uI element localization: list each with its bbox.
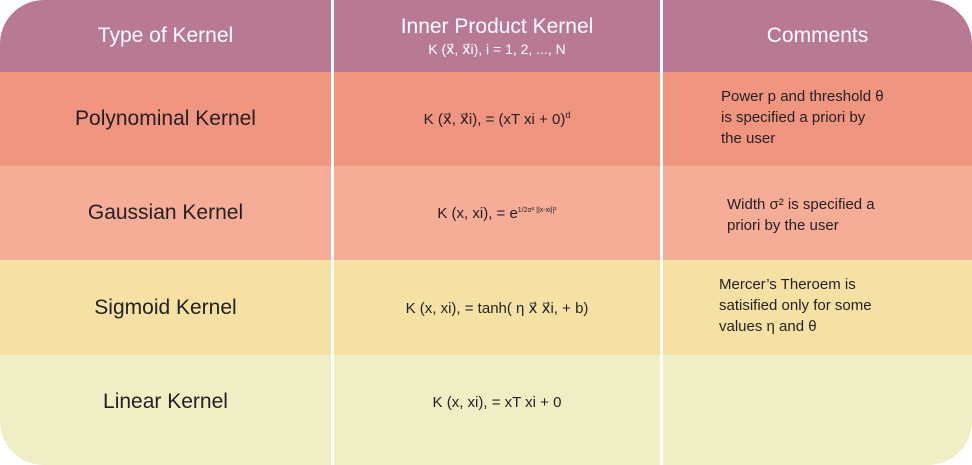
header-type-of-kernel: Type of Kernel xyxy=(0,0,331,72)
row-linear-comment xyxy=(660,355,972,465)
kernel-name: Polynominal Kernel xyxy=(75,107,256,130)
comment-line: Width σ² is specified a xyxy=(727,196,875,213)
header-col2-subtitle: K (x⃗, x⃗i), i = 1, 2, ..., N xyxy=(428,40,566,57)
comment-line: priori by the user xyxy=(727,217,839,234)
formula-main: K (x, xi), = e xyxy=(437,204,518,222)
header-comments: Comments xyxy=(660,0,972,72)
header-col2-title: Inner Product Kernel xyxy=(400,14,594,38)
formula-exponent: 1/2σ² ||x-xi||² xyxy=(517,206,557,214)
kernel-formula: K (x, xi), = e1/2σ² ||x-xi||² xyxy=(437,205,556,222)
row-polynominal-comment: Power p and threshold θ is specified a p… xyxy=(660,72,972,166)
row-sigmoid-formula: K (x, xi), = tanh( η x⃗ x⃗i, + b) xyxy=(331,260,660,355)
row-linear-name: Linear Kernel xyxy=(0,355,331,465)
row-gaussian-formula: K (x, xi), = e1/2σ² ||x-xi||² xyxy=(331,166,660,260)
comment-line: satisified only for some xyxy=(719,297,872,314)
header-inner-product-kernel: Inner Product Kernel K (x⃗, x⃗i), i = 1,… xyxy=(331,0,660,72)
kernel-name: Sigmoid Kernel xyxy=(94,295,237,319)
row-sigmoid-name: Sigmoid Kernel xyxy=(0,260,331,355)
kernel-formula: K (x, xi), = xT xi + 0 xyxy=(432,393,562,411)
row-sigmoid-comment: Mercer’s Theroem is satisified only for … xyxy=(660,260,972,355)
kernel-formula: K (x, xi), = tanh( η x⃗ x⃗i, + b) xyxy=(405,299,589,317)
kernel-name: Linear Kernel xyxy=(103,390,228,413)
comment-line: Power p and threshold θ xyxy=(721,88,884,105)
comment-text: Power p and threshold θ is specified a p… xyxy=(721,86,884,149)
kernel-name: Gaussian Kernel xyxy=(87,201,244,224)
row-polynominal-formula: K (x⃗, x⃗i), = (xT xi + 0)d xyxy=(331,72,660,166)
row-linear-formula: K (x, xi), = xT xi + 0 xyxy=(331,355,660,465)
comment-text: Mercer’s Theroem is satisified only for … xyxy=(719,274,872,337)
header-col1-label: Type of Kernel xyxy=(97,24,234,47)
comment-line: Mercer’s Theroem is xyxy=(719,276,856,293)
formula-exponent: d xyxy=(565,110,571,120)
comment-text: Width σ² is specified a priori by the us… xyxy=(727,194,875,236)
comment-line: values η and θ xyxy=(719,318,817,335)
formula-main: K (x⃗, x⃗i), = (xT xi + 0) xyxy=(423,111,566,128)
comment-line: the user xyxy=(721,130,776,147)
comment-line: is specified a priori by xyxy=(721,109,866,126)
row-gaussian-name: Gaussian Kernel xyxy=(0,166,331,260)
header-col3-label: Comments xyxy=(766,24,869,47)
row-polynominal-name: Polynominal Kernel xyxy=(0,72,331,166)
kernel-formula: K (x⃗, x⃗i), = (xT xi + 0)d xyxy=(424,110,571,128)
row-gaussian-comment: Width σ² is specified a priori by the us… xyxy=(660,166,972,260)
